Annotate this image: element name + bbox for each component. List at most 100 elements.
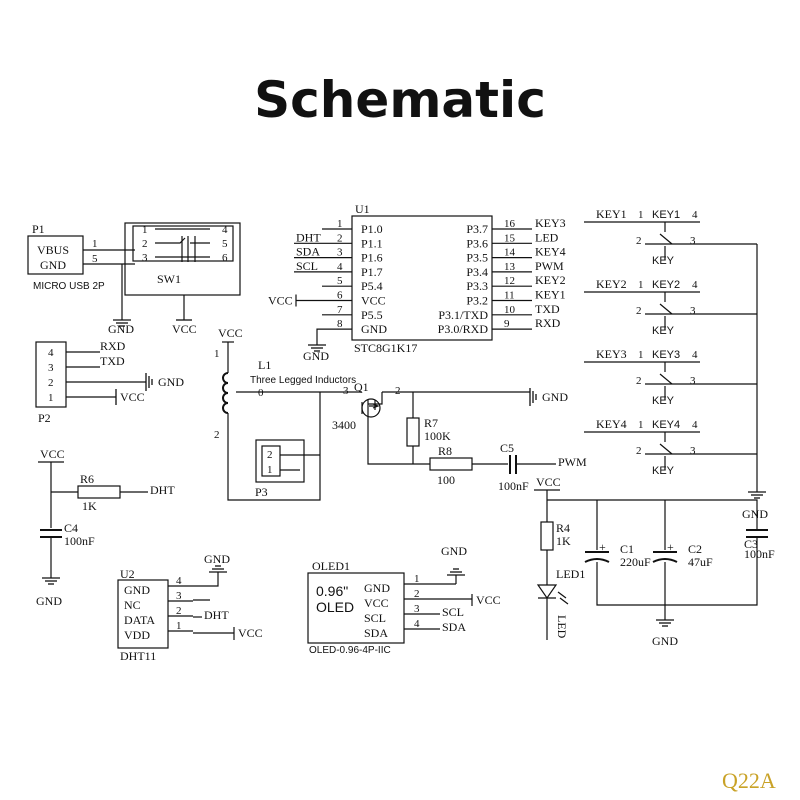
svg-text:3: 3: [690, 375, 696, 387]
mcu-net-key4: KEY4: [535, 245, 566, 259]
capacitor-c5: C5 100nF PWM: [498, 441, 587, 493]
key-name: KEY: [652, 325, 675, 337]
mcu-right-pin-name: P3.4: [466, 265, 488, 279]
key-ref: KEY1: [652, 209, 680, 221]
key-net-label: KEY3: [596, 347, 627, 361]
r6-vcc-net: VCC: [40, 447, 65, 461]
svg-text:1: 1: [638, 419, 644, 431]
oled-net-scl: SCL: [442, 605, 464, 619]
svg-text:1: 1: [267, 464, 273, 476]
mcu-ref: U1: [355, 202, 370, 216]
svg-text:C2: C2: [688, 542, 702, 556]
svg-text:C1: C1: [620, 542, 634, 556]
led-net: LED: [555, 615, 569, 639]
p2-pin-num: 1: [48, 392, 54, 404]
mcu-left-pin-name: P1.1: [361, 236, 383, 250]
svg-text:2: 2: [395, 385, 401, 397]
p1-ref: P1: [32, 222, 45, 236]
mcu-left-pin-num: 8: [337, 318, 343, 330]
mcu-right-pin-name: P3.6: [466, 236, 488, 250]
mcu-right-pin-num: 13: [504, 261, 516, 273]
svg-text:1: 1: [214, 348, 220, 360]
sw1-vcc-net: VCC: [172, 322, 197, 336]
usb-wires: [83, 249, 135, 320]
mcu-left-pin-num: 2: [337, 232, 343, 244]
c1-plus: +: [599, 540, 606, 554]
oled-gnd-net: GND: [441, 544, 467, 558]
dht-pin-num: 2: [176, 605, 182, 617]
mcu-right-pin-num: 14: [504, 247, 516, 259]
svg-text:OLED1: OLED1: [312, 559, 350, 573]
mcu-left-pin-name: P5.5: [361, 308, 383, 322]
svg-text:4: 4: [692, 279, 698, 291]
c2-plus: +: [667, 540, 674, 554]
svg-text:1: 1: [142, 224, 148, 236]
pullup-r6: VCC R6 1K DHT: [38, 447, 175, 528]
connector-p3: 2 1 P3: [255, 439, 320, 499]
svg-text:2: 2: [636, 375, 642, 387]
mcu-right-pin-name: P3.7: [466, 222, 488, 236]
mcu-left-pin-name: P1.0: [361, 222, 383, 236]
svg-text:P3: P3: [255, 485, 268, 499]
resistor-r8: R8 100: [410, 444, 508, 487]
dht-pin-name: VDD: [124, 628, 150, 642]
svg-text:1: 1: [638, 209, 644, 221]
oled-pin-num: 1: [414, 573, 420, 585]
svg-text:0: 0: [258, 387, 264, 399]
mcu-left-pin-num: 7: [337, 304, 343, 316]
power-vcc-net: VCC: [536, 475, 561, 489]
p2-net-rxd: RXD: [100, 339, 126, 353]
mcu-left-pin-name: P1.6: [361, 251, 383, 265]
svg-text:4: 4: [692, 419, 698, 431]
usb-pin5-num: 5: [92, 253, 98, 265]
usb-connector-p1: P1 VBUS GND 1 5 MICRO USB 2P: [27, 222, 105, 292]
mcu-left-pin-num: 4: [337, 261, 343, 273]
svg-text:47uF: 47uF: [688, 555, 713, 569]
resistor-r7: R7 100K: [406, 392, 451, 464]
svg-text:1: 1: [638, 279, 644, 291]
mcu-right-pin-num: 12: [504, 275, 515, 287]
svg-text:2: 2: [267, 449, 273, 461]
oled-pin-name: VCC: [364, 596, 389, 610]
dht-pin-num: 3: [176, 590, 182, 602]
svg-text:4: 4: [222, 224, 228, 236]
p2-net-vcc: VCC: [120, 390, 145, 404]
dht-pin-name: GND: [124, 583, 150, 597]
svg-text:U2: U2: [120, 567, 135, 581]
sw1-ref: SW1: [157, 272, 181, 286]
p2-pin-num: 2: [48, 377, 54, 389]
svg-text:100K: 100K: [424, 429, 451, 443]
l1-desc: Three Legged Inductors: [250, 375, 356, 386]
dht-pin-num: 4: [176, 575, 182, 587]
svg-text:R8: R8: [438, 444, 452, 458]
pwm-net: PWM: [558, 455, 587, 469]
mcu-net-vcc: VCC: [268, 294, 293, 308]
mcu-net-led: LED: [535, 230, 559, 244]
power-gnd-net: GND: [652, 634, 678, 648]
mcu-net-pwm: PWM: [535, 259, 564, 273]
mcu-left-pin-name: VCC: [361, 294, 386, 308]
usb-gnd-label: GND: [40, 258, 66, 272]
key-name: KEY: [652, 395, 675, 407]
svg-text:100nF: 100nF: [498, 479, 529, 493]
l1-ref: L1: [258, 358, 271, 372]
p2-ref: P2: [38, 411, 51, 425]
mcu-net-dht: DHT: [296, 230, 321, 244]
svg-text:C5: C5: [500, 441, 514, 455]
svg-text:3: 3: [690, 235, 696, 247]
mcu-right-pin-name: P3.1/TXD: [438, 308, 488, 322]
keys-gnd-net: GND: [742, 507, 768, 521]
mcu-net-txd: TXD: [535, 302, 560, 316]
key-net-label: KEY1: [596, 207, 627, 221]
mcu-right-pin-name: P3.0/RXD: [438, 322, 489, 336]
dht-data-net: DHT: [204, 608, 229, 622]
